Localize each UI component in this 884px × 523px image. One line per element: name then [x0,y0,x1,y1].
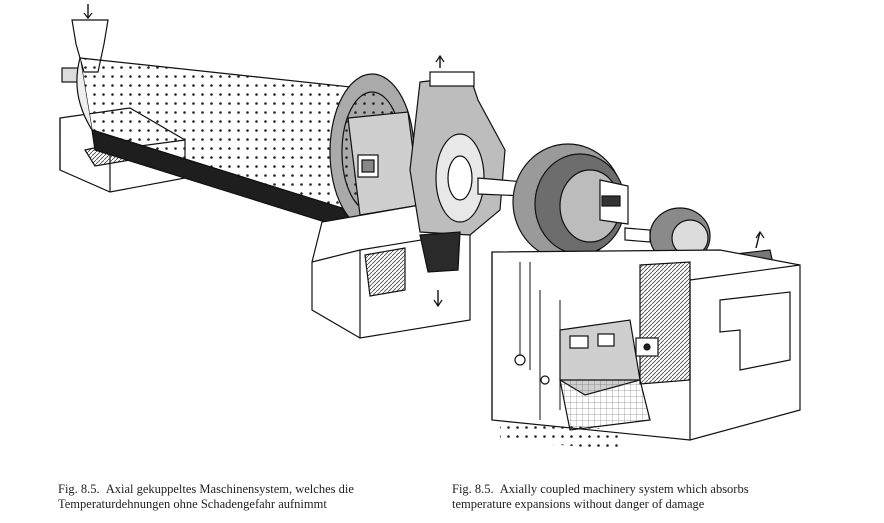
caption-german: Fig. 8.5.Axial gekuppeltes Maschinensyst… [58,482,428,512]
figure-number: Fig. 8.5. [452,482,494,496]
figure-number: Fig. 8.5. [58,482,100,496]
caption-german-line-1: Fig. 8.5.Axial gekuppeltes Maschinensyst… [58,482,354,496]
caption-english-line-2: temperature expansions without danger of… [452,497,705,511]
caption-english-line-1: Fig. 8.5.Axially coupled machinery syste… [452,482,749,496]
lubrication-piping [519,262,561,420]
machinery-illustration [59,4,801,450]
mill-assembly [59,4,801,450]
caption-english: Fig. 8.5.Axially coupled machinery syste… [452,482,852,512]
discharge-chute [419,231,461,273]
caption-german-line-2: Temperaturdehnungen ohne Schadengefahr a… [58,497,327,511]
